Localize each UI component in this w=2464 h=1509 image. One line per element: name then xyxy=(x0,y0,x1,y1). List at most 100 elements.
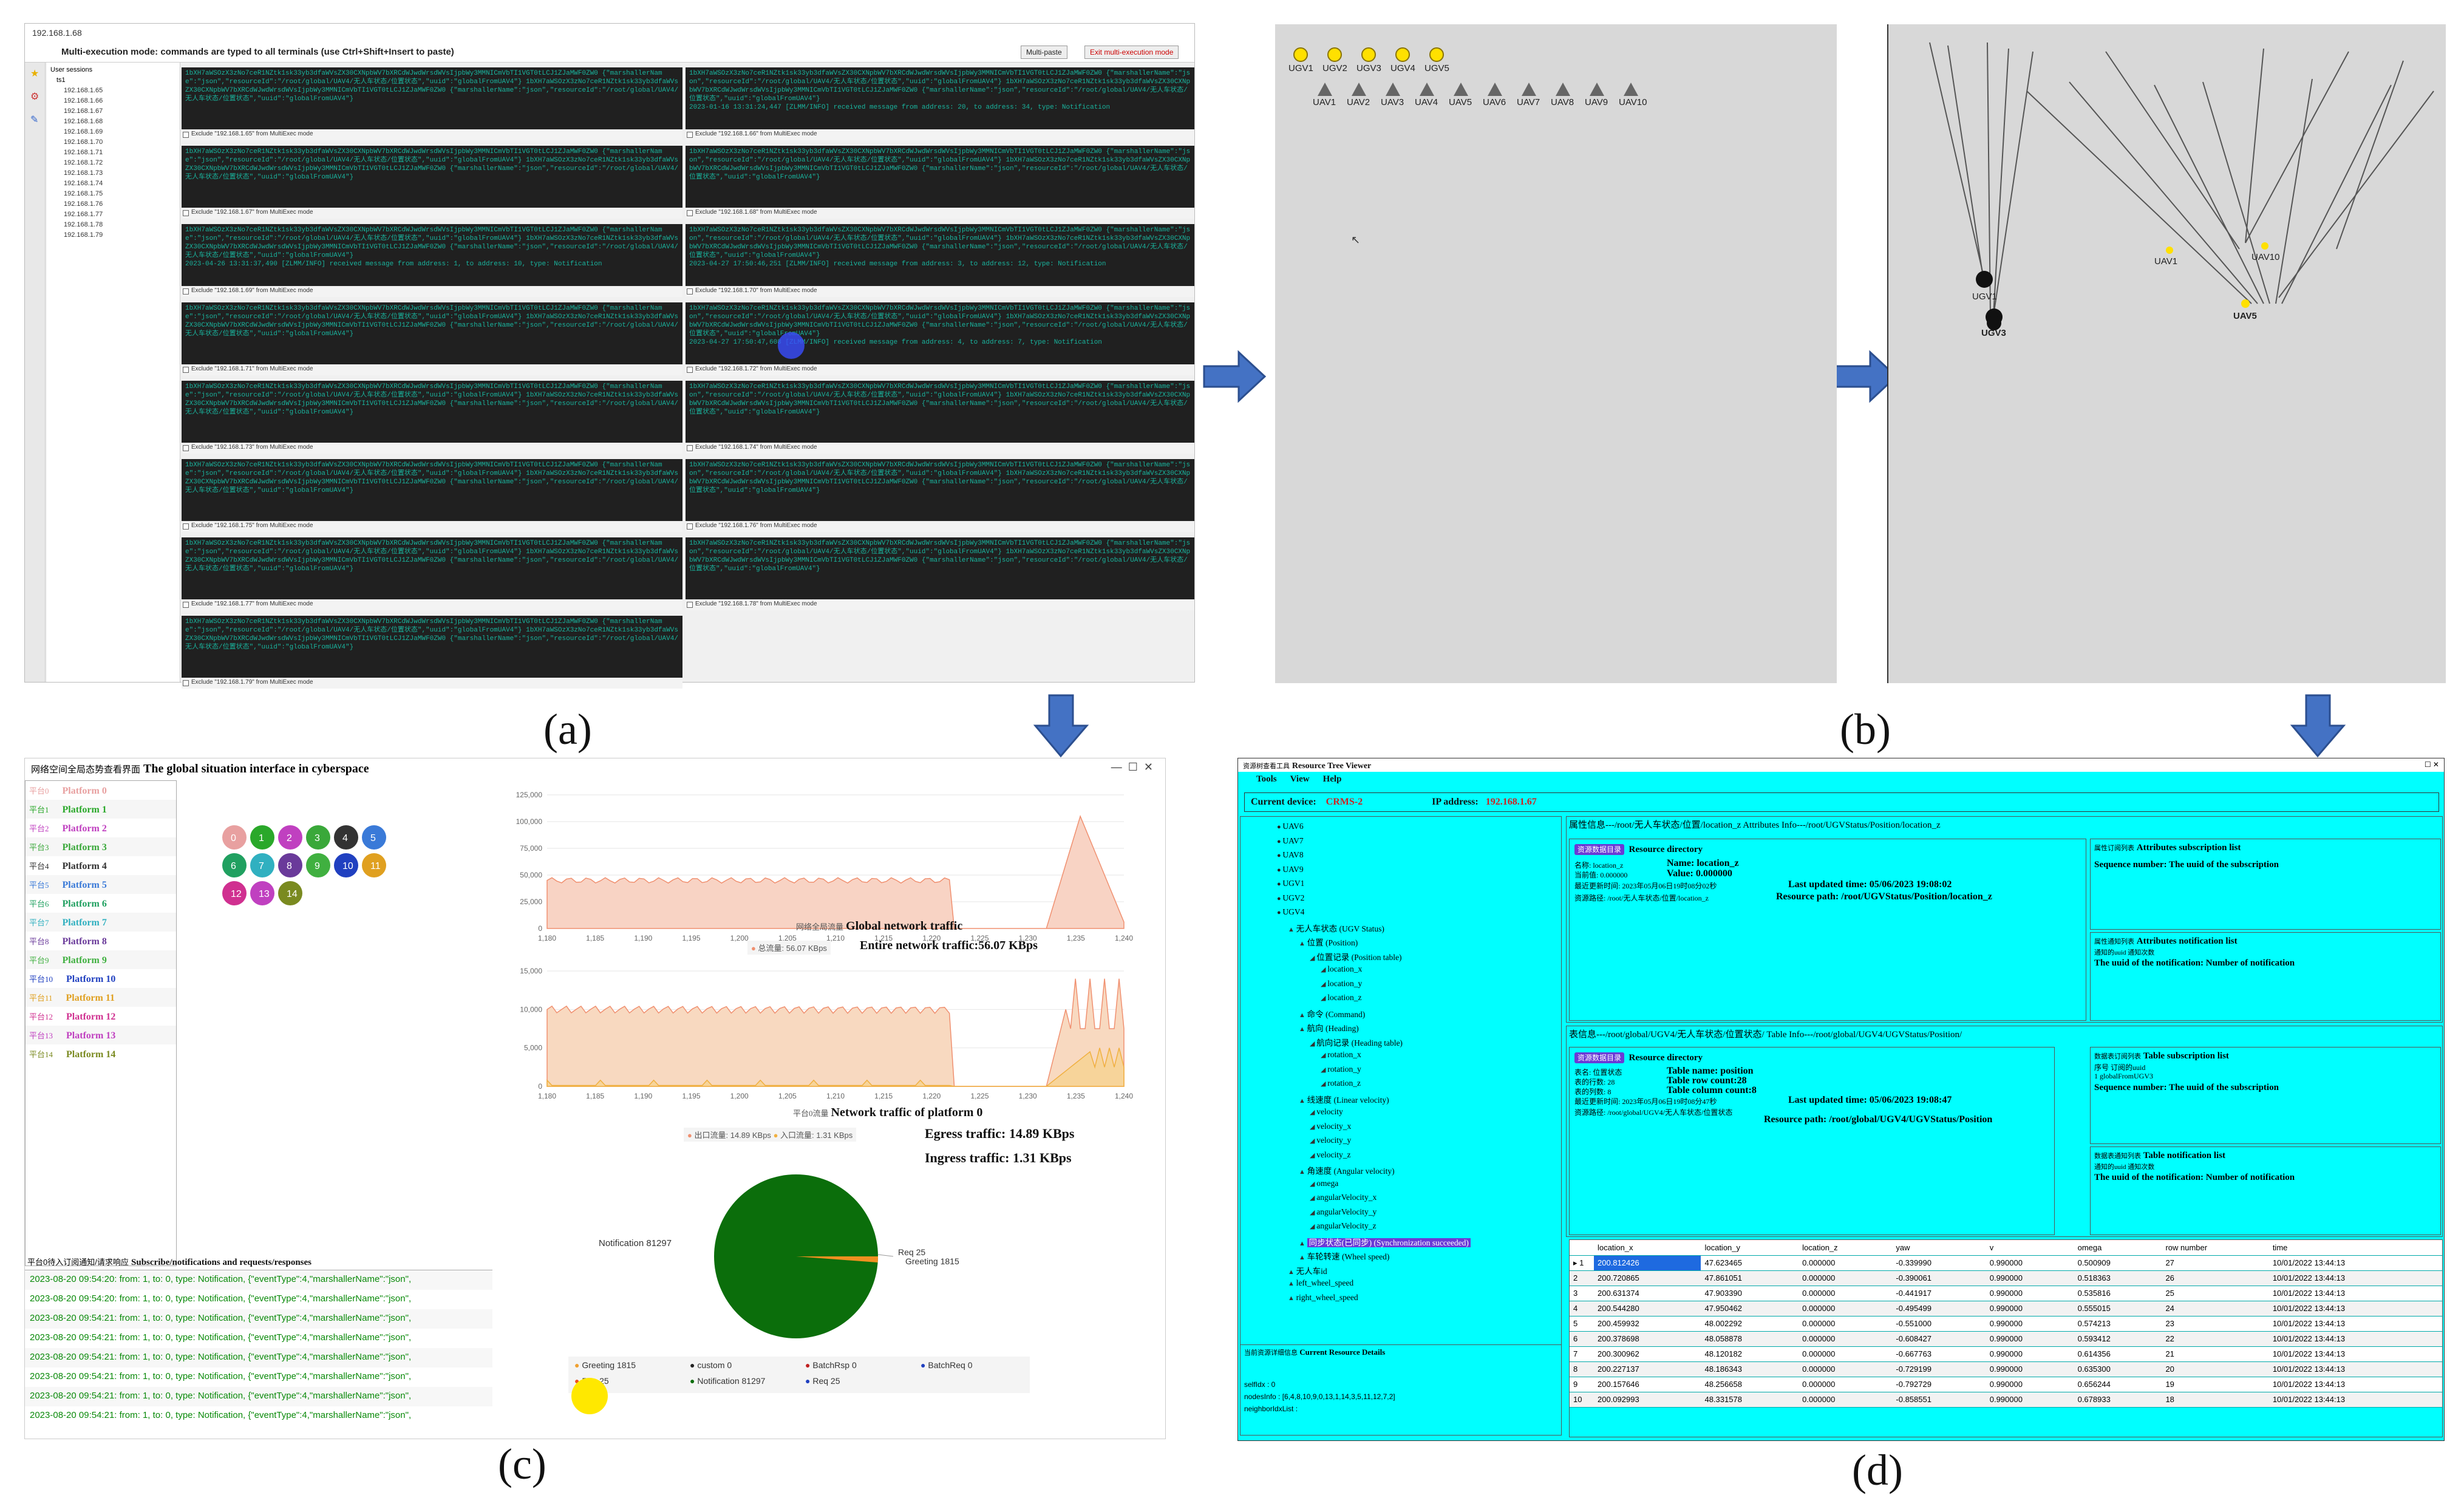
platform-node[interactable] xyxy=(250,853,274,877)
terminal-pane[interactable]: 1bXH7aWSOzX3zNo7ceR1NZtk1sk33yb3dfaWVsZX… xyxy=(686,67,1194,129)
table-cell[interactable]: 18 xyxy=(2162,1392,2269,1408)
legend-item[interactable]: ● BatchRsp 0 xyxy=(805,1360,857,1370)
terminal-pane[interactable]: 1bXH7aWSOzX3zNo7ceR1NZtk1sk33yb3dfaWVsZX… xyxy=(686,537,1194,599)
resource-tree-node[interactable]: ◢ velocity_y xyxy=(1241,1136,1561,1150)
platform-item[interactable]: 平台12 Platform 12 xyxy=(26,1007,176,1026)
resource-tree-node[interactable]: ▲ 线速度 (Linear velocity) xyxy=(1241,1093,1561,1108)
menu-help[interactable]: Help xyxy=(1322,774,1342,784)
resource-tree-node[interactable]: ▲ 同步状态(已同步) (Synchronization succeeded) xyxy=(1241,1236,1561,1250)
table-cell[interactable]: 200.812426 xyxy=(1594,1255,1701,1271)
subscribe-log[interactable]: 2023-08-20 09:54:20: from: 1, to: 0, typ… xyxy=(25,1270,492,1440)
resource-tree-node[interactable]: ◢ 航向记录 (Heading table) xyxy=(1241,1036,1561,1051)
host-item[interactable]: 192.168.1.69 xyxy=(64,128,103,135)
column-header[interactable]: yaw xyxy=(1892,1240,1986,1256)
table-cell[interactable]: -0.667763 xyxy=(1892,1346,1986,1362)
terminal-pane[interactable]: 1bXH7aWSOzX3zNo7ceR1NZtk1sk33yb3dfaWVsZX… xyxy=(182,459,682,521)
exclude-checkbox[interactable]: Exclude "192.168.1.65" from MultiExec mo… xyxy=(182,131,682,140)
table-cell[interactable]: -0.729199 xyxy=(1892,1361,1986,1377)
table-cell[interactable]: 10/01/2022 13:44:13 xyxy=(2268,1270,2442,1286)
terminal-pane[interactable]: 1bXH7aWSOzX3zNo7ceR1NZtk1sk33yb3dfaWVsZX… xyxy=(182,224,682,286)
resource-tree-node[interactable]: ◢ rotation_z xyxy=(1241,1078,1561,1093)
resource-tree-node[interactable]: ▲ 角速度 (Angular velocity) xyxy=(1241,1164,1561,1179)
host-item[interactable]: 192.168.1.73 xyxy=(64,169,103,177)
platform-item[interactable]: 平台13 Platform 13 xyxy=(26,1026,176,1044)
exclude-checkbox[interactable]: Exclude "192.168.1.73" from MultiExec mo… xyxy=(182,444,682,454)
table-cell[interactable]: 48.120182 xyxy=(1701,1346,1799,1362)
checkbox-icon[interactable] xyxy=(183,210,189,216)
table-cell[interactable]: 200.157646 xyxy=(1594,1377,1701,1392)
host-item[interactable]: 192.168.1.67 xyxy=(64,107,103,115)
host-item[interactable]: 192.168.1.70 xyxy=(64,138,103,146)
host-item[interactable]: 192.168.1.79 xyxy=(64,231,103,239)
checkbox-icon[interactable] xyxy=(183,602,189,608)
terminal-pane[interactable]: 1bXH7aWSOzX3zNo7ceR1NZtk1sk33yb3dfaWVsZX… xyxy=(182,537,682,599)
resource-tree-node[interactable]: ● UAV9 xyxy=(1241,865,1561,879)
resource-tree-node[interactable]: ◢ angularVelocity_z xyxy=(1241,1221,1561,1236)
checkbox-icon[interactable] xyxy=(687,367,693,373)
table-cell[interactable]: 47.861051 xyxy=(1701,1270,1799,1286)
table-cell[interactable]: -0.608427 xyxy=(1892,1331,1986,1347)
platform-node[interactable] xyxy=(306,853,330,877)
checkbox-icon[interactable] xyxy=(687,210,693,216)
platform-node[interactable] xyxy=(278,881,302,905)
table-cell[interactable]: -0.495499 xyxy=(1892,1301,1986,1317)
table-cell[interactable]: -0.551000 xyxy=(1892,1316,1986,1332)
table-cell[interactable]: -0.390061 xyxy=(1892,1270,1986,1286)
resource-tree-node[interactable]: ▲ left_wheel_speed xyxy=(1241,1278,1561,1293)
table-cell[interactable]: 24 xyxy=(2162,1301,2269,1317)
menu-view[interactable]: View xyxy=(1290,774,1310,784)
tsub-row[interactable]: 1 globalFromUGV3 xyxy=(2094,1072,2153,1080)
legend-item[interactable]: ● custom 0 xyxy=(690,1360,732,1370)
tree-folder[interactable]: ts1 xyxy=(56,77,66,84)
table-cell[interactable]: 200.544280 xyxy=(1594,1301,1701,1317)
column-header[interactable]: row number xyxy=(2162,1240,2269,1256)
table-cell[interactable]: 0.000000 xyxy=(1799,1377,1893,1392)
platform-item[interactable]: 平台8 Platform 8 xyxy=(26,932,176,950)
resource-tree-node[interactable]: ▲ 命令 (Command) xyxy=(1241,1007,1561,1022)
resource-tree-node[interactable]: ● UAV6 xyxy=(1241,822,1561,836)
platform-node[interactable] xyxy=(362,853,386,877)
table-cell[interactable]: 47.903390 xyxy=(1701,1286,1799,1301)
table-cell[interactable]: 0.574213 xyxy=(2074,1316,2162,1332)
platform-node[interactable] xyxy=(334,825,358,850)
table-cell[interactable]: 10/01/2022 13:44:13 xyxy=(2268,1377,2442,1392)
table-cell[interactable]: 0.990000 xyxy=(1986,1316,2074,1332)
macro-icon[interactable]: ✎ xyxy=(30,115,39,125)
terminal-pane[interactable]: 1bXH7aWSOzX3zNo7ceR1NZtk1sk33yb3dfaWVsZX… xyxy=(182,616,682,678)
tree-root[interactable]: User sessions xyxy=(50,66,93,73)
resource-tree-node[interactable]: ◢ angularVelocity_y xyxy=(1241,1207,1561,1222)
window-controls[interactable]: ☐ ✕ xyxy=(2424,760,2439,769)
table-cell[interactable]: 0.990000 xyxy=(1986,1377,2074,1392)
resource-tree-node[interactable]: ▲ 无人车id xyxy=(1241,1264,1561,1279)
table-cell[interactable]: 0.656244 xyxy=(2074,1377,2162,1392)
table-cell[interactable]: 10/01/2022 13:44:13 xyxy=(2268,1331,2442,1347)
table-cell[interactable]: 200.720865 xyxy=(1594,1270,1701,1286)
checkbox-icon[interactable] xyxy=(183,367,189,373)
checkbox-icon[interactable] xyxy=(687,288,693,295)
table-cell[interactable]: 10/01/2022 13:44:13 xyxy=(2268,1392,2442,1408)
exclude-checkbox[interactable]: Exclude "192.168.1.72" from MultiExec mo… xyxy=(686,366,1194,375)
platform-item[interactable]: 平台2 Platform 2 xyxy=(26,819,176,837)
table-cell[interactable]: 20 xyxy=(2162,1361,2269,1377)
terminal-pane[interactable]: 1bXH7aWSOzX3zNo7ceR1NZtk1sk33yb3dfaWVsZX… xyxy=(182,146,682,208)
platform-item[interactable]: 平台10 Platform 10 xyxy=(26,969,176,988)
table-cell[interactable]: 0.000000 xyxy=(1799,1301,1893,1317)
resource-tree-node[interactable]: ▲ 车轮转速 (Wheel speed) xyxy=(1241,1250,1561,1264)
table-cell[interactable]: 0.990000 xyxy=(1986,1270,2074,1286)
resource-tree-node[interactable]: ◢ location_y xyxy=(1241,979,1561,993)
table-cell[interactable]: 0.000000 xyxy=(1799,1361,1893,1377)
table-cell[interactable]: 0.500909 xyxy=(2074,1255,2162,1271)
table-cell[interactable]: 23 xyxy=(2162,1316,2269,1332)
resource-tree-node[interactable]: ◢ location_z xyxy=(1241,993,1561,1007)
table-cell[interactable]: 0.000000 xyxy=(1799,1316,1893,1332)
resource-tree-node[interactable]: ● UAV7 xyxy=(1241,836,1561,851)
exclude-checkbox[interactable]: Exclude "192.168.1.71" from MultiExec mo… xyxy=(182,366,682,375)
platform-item[interactable]: 平台4 Platform 4 xyxy=(26,856,176,875)
table-cell[interactable]: 0.555015 xyxy=(2074,1301,2162,1317)
